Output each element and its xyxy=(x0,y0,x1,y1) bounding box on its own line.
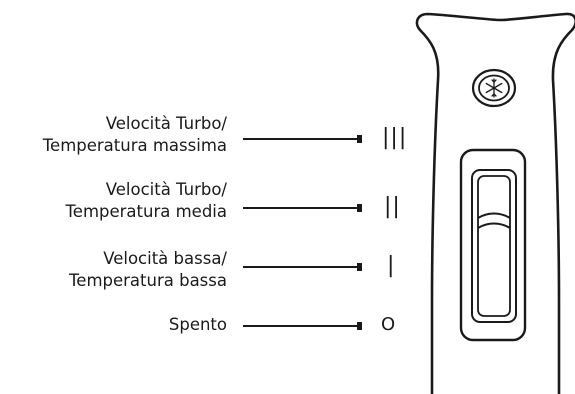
position-symbol-one: | xyxy=(387,253,396,278)
leader-line-end xyxy=(357,203,362,212)
leader-line xyxy=(243,138,357,140)
leader-line xyxy=(243,325,357,327)
leader-line-end xyxy=(357,321,362,330)
leader-line-end xyxy=(357,134,362,143)
snowflake-icon xyxy=(485,78,503,98)
leader-line xyxy=(243,207,357,209)
setting-label-off: Spento xyxy=(169,314,227,336)
setting-label-line1: Spento xyxy=(168,315,227,334)
setting-label-turbo-medium: Velocità Turbo/ Temperatura media xyxy=(66,179,227,223)
setting-label-line2: Temperatura media xyxy=(65,202,227,221)
speed-slider xyxy=(459,148,527,342)
slider-knob xyxy=(477,212,511,219)
setting-label-turbo-max: Velocità Turbo/ Temperatura massima xyxy=(43,113,227,157)
leader-line xyxy=(243,266,357,268)
leader-line-end xyxy=(357,262,362,271)
position-symbol-off: O xyxy=(381,314,397,335)
position-symbol-three: ||| xyxy=(382,125,408,150)
position-symbol-two: || xyxy=(384,194,401,219)
setting-label-line1: Velocità Turbo/ xyxy=(105,180,227,199)
cool-shot-button xyxy=(471,68,517,108)
setting-label-line1: Velocità Turbo/ xyxy=(105,114,227,133)
device-outline xyxy=(415,12,575,394)
setting-label-line1: Velocità bassa/ xyxy=(103,249,227,268)
setting-label-low: Velocità bassa/ Temperatura bassa xyxy=(69,248,227,292)
setting-label-line2: Temperatura massima xyxy=(42,136,227,155)
setting-label-line2: Temperatura bassa xyxy=(69,271,227,290)
